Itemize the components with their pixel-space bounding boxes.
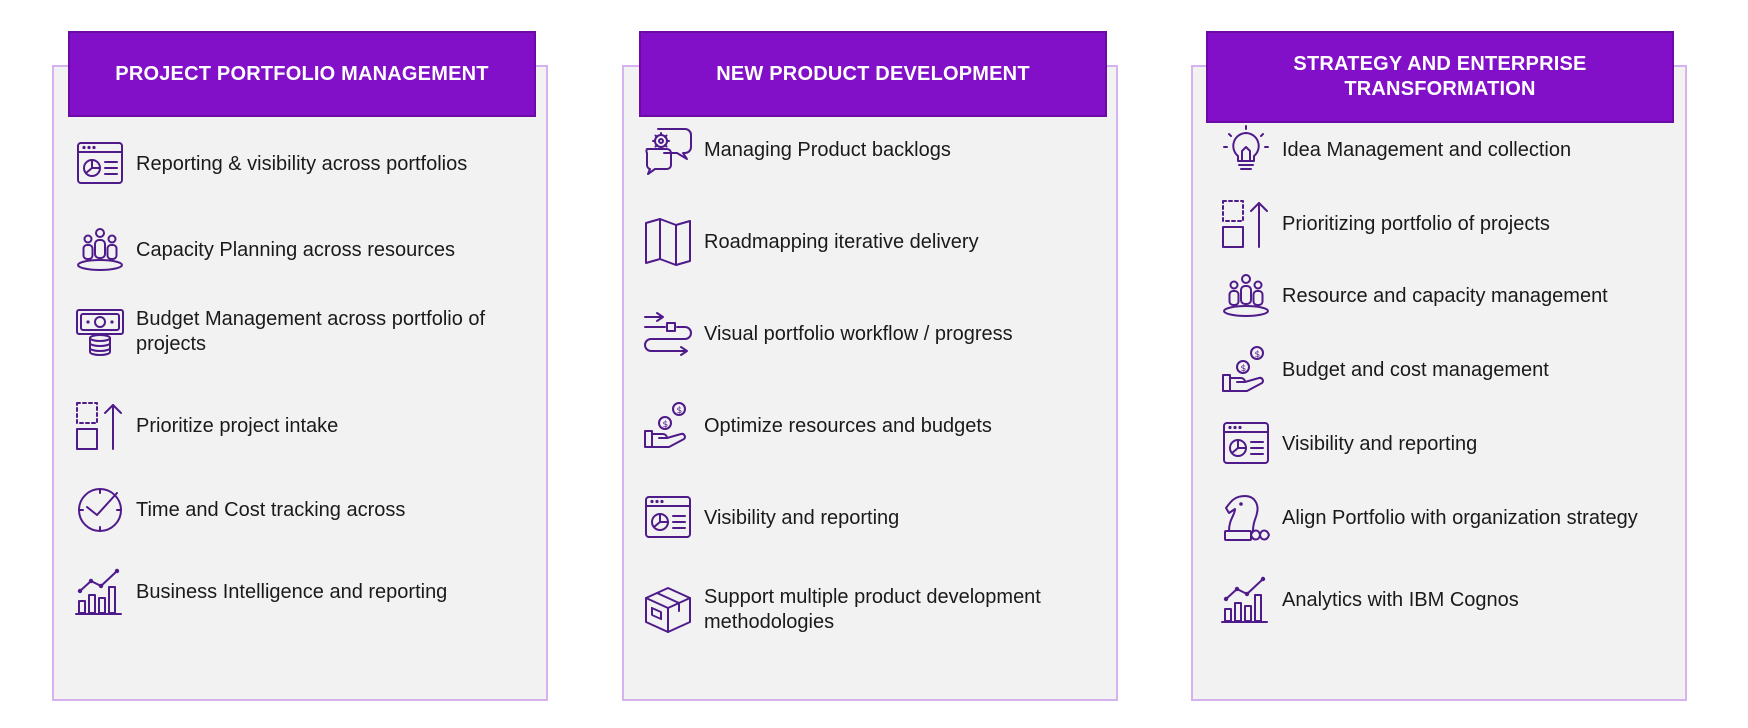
money-stack-icon xyxy=(74,306,126,358)
card-column-1 xyxy=(52,65,548,701)
prioritize-arrow-icon xyxy=(74,400,126,452)
feature-item: Budget Management across portfolio of pr… xyxy=(74,306,506,358)
card-header-1: PROJECT PORTFOLIO MANAGEMENT xyxy=(68,31,536,117)
card-header-3: STRATEGY AND ENTERPRISE TRANSFORMATION xyxy=(1206,31,1674,123)
feature-label: Prioritize project intake xyxy=(136,414,339,437)
feature-label: Roadmapping iterative delivery xyxy=(704,230,979,253)
folded-map-icon xyxy=(642,216,694,268)
feature-label: Time and Cost tracking across xyxy=(136,498,406,521)
feature-item: Analytics with IBM Cognos xyxy=(1220,574,1519,626)
feature-label: Analytics with IBM Cognos xyxy=(1282,588,1519,611)
feature-label: Budget and cost management xyxy=(1282,358,1549,381)
dashboard-window-icon xyxy=(642,492,694,544)
feature-label: Resource and capacity management xyxy=(1282,284,1608,307)
hand-coins-icon xyxy=(642,400,694,452)
feature-item: Budget and cost management xyxy=(1220,344,1549,396)
feature-item: Business Intelligence and reporting xyxy=(74,566,447,618)
dashboard-window-icon xyxy=(74,138,126,190)
feature-item: Time and Cost tracking across xyxy=(74,484,405,536)
feature-label: Reporting & visibility across portfolios xyxy=(136,152,468,175)
feature-item: Managing Product backlogs xyxy=(642,124,951,176)
bar-chart-trend-icon xyxy=(74,566,126,618)
feature-item: Visibility and reporting xyxy=(642,492,899,544)
card-column-2 xyxy=(622,65,1118,701)
feature-label: Visibility and reporting xyxy=(704,506,900,529)
lightbulb-icon xyxy=(1220,124,1272,176)
feature-label: Prioritizing portfolio of projects xyxy=(1282,212,1550,235)
feature-item: Prioritizing portfolio of projects xyxy=(1220,198,1550,250)
feature-item: Align Portfolio with organization strate… xyxy=(1220,492,1638,544)
feature-item: Visual portfolio workflow / progress xyxy=(642,308,1013,360)
card-header-2: NEW PRODUCT DEVELOPMENT xyxy=(639,31,1107,117)
clock-check-icon xyxy=(74,484,126,536)
workflow-path-icon xyxy=(642,308,694,360)
people-group-icon xyxy=(74,224,126,276)
feature-item: Idea Management and collection xyxy=(1220,124,1571,176)
feature-label: Align Portfolio with organization strate… xyxy=(1282,506,1638,529)
bar-chart-trend-icon xyxy=(1220,574,1272,626)
feature-label: Optimize resources and budgets xyxy=(704,414,992,437)
feature-label: Support multiple product development met… xyxy=(704,586,1041,633)
chat-gear-icon xyxy=(642,124,694,176)
feature-label: Visual portfolio workflow / progress xyxy=(704,322,1013,345)
chess-knight-icon xyxy=(1220,492,1272,544)
feature-label: Visibility and reporting xyxy=(1282,432,1478,455)
card-title: PROJECT PORTFOLIO MANAGEMENT xyxy=(115,62,489,85)
feature-label: Capacity Planning across resources xyxy=(136,238,456,261)
feature-label: Managing Product backlogs xyxy=(704,138,951,161)
feature-item: Prioritize project intake xyxy=(74,400,338,452)
feature-item: Support multiple product development met… xyxy=(642,584,1074,636)
feature-item: Reporting & visibility across portfolios xyxy=(74,138,467,190)
prioritize-arrow-icon xyxy=(1220,198,1272,250)
card-title: NEW PRODUCT DEVELOPMENT xyxy=(716,62,1030,85)
card-title: STRATEGY AND ENTERPRISE TRANSFORMATION xyxy=(1293,53,1587,100)
hand-coins-icon xyxy=(1220,344,1272,396)
dashboard-window-icon xyxy=(1220,418,1272,470)
feature-item: Optimize resources and budgets xyxy=(642,400,992,452)
feature-item: Resource and capacity management xyxy=(1220,270,1608,322)
feature-label: Budget Management across portfolio of pr… xyxy=(136,308,486,355)
feature-item: Roadmapping iterative delivery xyxy=(642,216,979,268)
feature-item: Capacity Planning across resources xyxy=(74,224,455,276)
feature-label: Business Intelligence and reporting xyxy=(136,580,448,603)
feature-item: Visibility and reporting xyxy=(1220,418,1477,470)
people-group-icon xyxy=(1220,270,1272,322)
feature-label: Idea Management and collection xyxy=(1282,138,1572,161)
package-box-icon xyxy=(642,584,694,636)
card-column-3 xyxy=(1191,65,1687,701)
